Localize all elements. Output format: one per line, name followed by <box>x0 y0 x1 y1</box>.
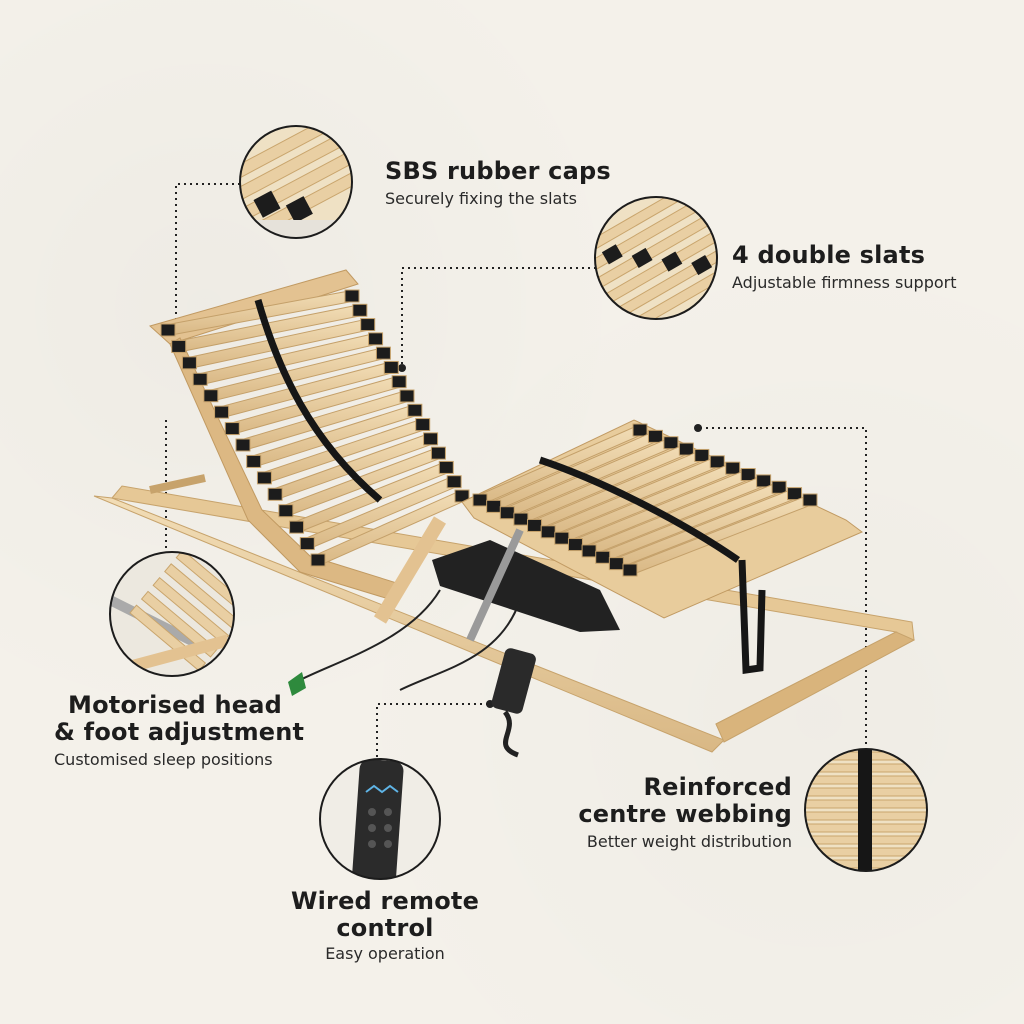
motorised-subtitle: Customised sleep positions <box>54 750 273 769</box>
slat-cap <box>310 553 326 567</box>
slat-cap <box>472 493 488 507</box>
double-slats-subtitle: Adjustable firmness support <box>732 273 957 292</box>
slat-cap <box>581 544 597 558</box>
double-slats-detail-icon <box>594 196 718 320</box>
slat-cap <box>678 442 694 456</box>
double-slats-label: 4 double slats Adjustable firmness suppo… <box>732 242 956 293</box>
motorised-title-line2: & foot adjustment <box>54 718 305 746</box>
slat-cap <box>554 531 570 545</box>
slat-cap <box>527 518 543 532</box>
slat-cap <box>540 525 556 539</box>
webbing-label: Reinforced centre webbing Better weight … <box>560 774 792 852</box>
slat-cap <box>192 372 208 386</box>
webbing-title-line1: Reinforced <box>643 773 792 801</box>
slat-cap <box>740 468 756 482</box>
head-section <box>148 269 470 601</box>
slat-cap <box>415 418 431 432</box>
remote-label: Wired remote control Easy operation <box>240 888 530 964</box>
slat-cap <box>407 403 423 417</box>
slat-cap <box>438 460 454 474</box>
slat-cap <box>771 480 787 494</box>
slat-cap <box>595 550 611 564</box>
slat-cap <box>647 429 663 443</box>
slat-cap <box>608 557 624 571</box>
remote-control-on-bed <box>491 648 536 758</box>
slat-cap <box>171 339 187 353</box>
slat-cap <box>423 432 439 446</box>
slat-cap <box>246 454 262 468</box>
slat-cap <box>235 438 251 452</box>
slat-cap <box>383 360 399 374</box>
motor-mechanism-detail-icon <box>109 551 235 677</box>
remote-subtitle: Easy operation <box>325 944 445 963</box>
slat-cap <box>446 475 462 489</box>
rubber-caps-detail-icon <box>239 125 353 239</box>
slat-cap <box>694 448 710 462</box>
slat-cap <box>399 389 415 403</box>
slat-cap <box>709 455 725 469</box>
webbing-subtitle: Better weight distribution <box>586 832 792 851</box>
motor-unit <box>288 516 620 696</box>
webbing-detail-icon <box>800 748 940 880</box>
slat-cap <box>256 471 272 485</box>
slat-cap <box>632 423 648 437</box>
slat-cap <box>360 318 376 332</box>
slat-cap <box>499 506 515 520</box>
slat-cap <box>725 461 741 475</box>
slat-cap <box>368 332 384 346</box>
slat-cap <box>352 303 368 317</box>
slat-cap <box>430 446 446 460</box>
slat-cap <box>787 487 803 501</box>
remote-title: Wired remote control <box>290 887 480 942</box>
slat-cap <box>513 512 529 526</box>
motorised-label: Motorised head & foot adjustment Customi… <box>54 692 304 770</box>
rubber-caps-label: SBS rubber caps Securely fixing the slat… <box>385 158 611 209</box>
slat-cap <box>802 493 818 507</box>
slat <box>800 872 940 880</box>
slat-cap <box>375 346 391 360</box>
slat-cap <box>299 537 315 551</box>
slat-cap <box>181 356 197 370</box>
slat-cap <box>344 289 360 303</box>
slat-cap <box>278 504 294 518</box>
slat-cap <box>622 563 638 577</box>
slat-cap <box>756 474 772 488</box>
double-slats-title: 4 double slats <box>732 241 926 269</box>
slat-cap <box>224 422 240 436</box>
rubber-caps-subtitle: Securely fixing the slats <box>385 189 577 208</box>
slat-cap <box>160 323 176 337</box>
slat-cap <box>203 389 219 403</box>
webbing-title-line2: centre webbing <box>578 800 792 828</box>
slat-cap <box>663 436 679 450</box>
rubber-caps-title: SBS rubber caps <box>385 157 611 185</box>
slat-cap <box>486 499 502 513</box>
slat-cap <box>289 520 305 534</box>
motorised-title-line1: Motorised head <box>68 691 283 719</box>
slat-cap <box>567 538 583 552</box>
slat-cap <box>214 405 230 419</box>
slat-cap <box>267 487 283 501</box>
slat-cap <box>391 375 407 389</box>
centre-webbing <box>254 299 766 675</box>
remote-detail-icon <box>319 758 441 880</box>
